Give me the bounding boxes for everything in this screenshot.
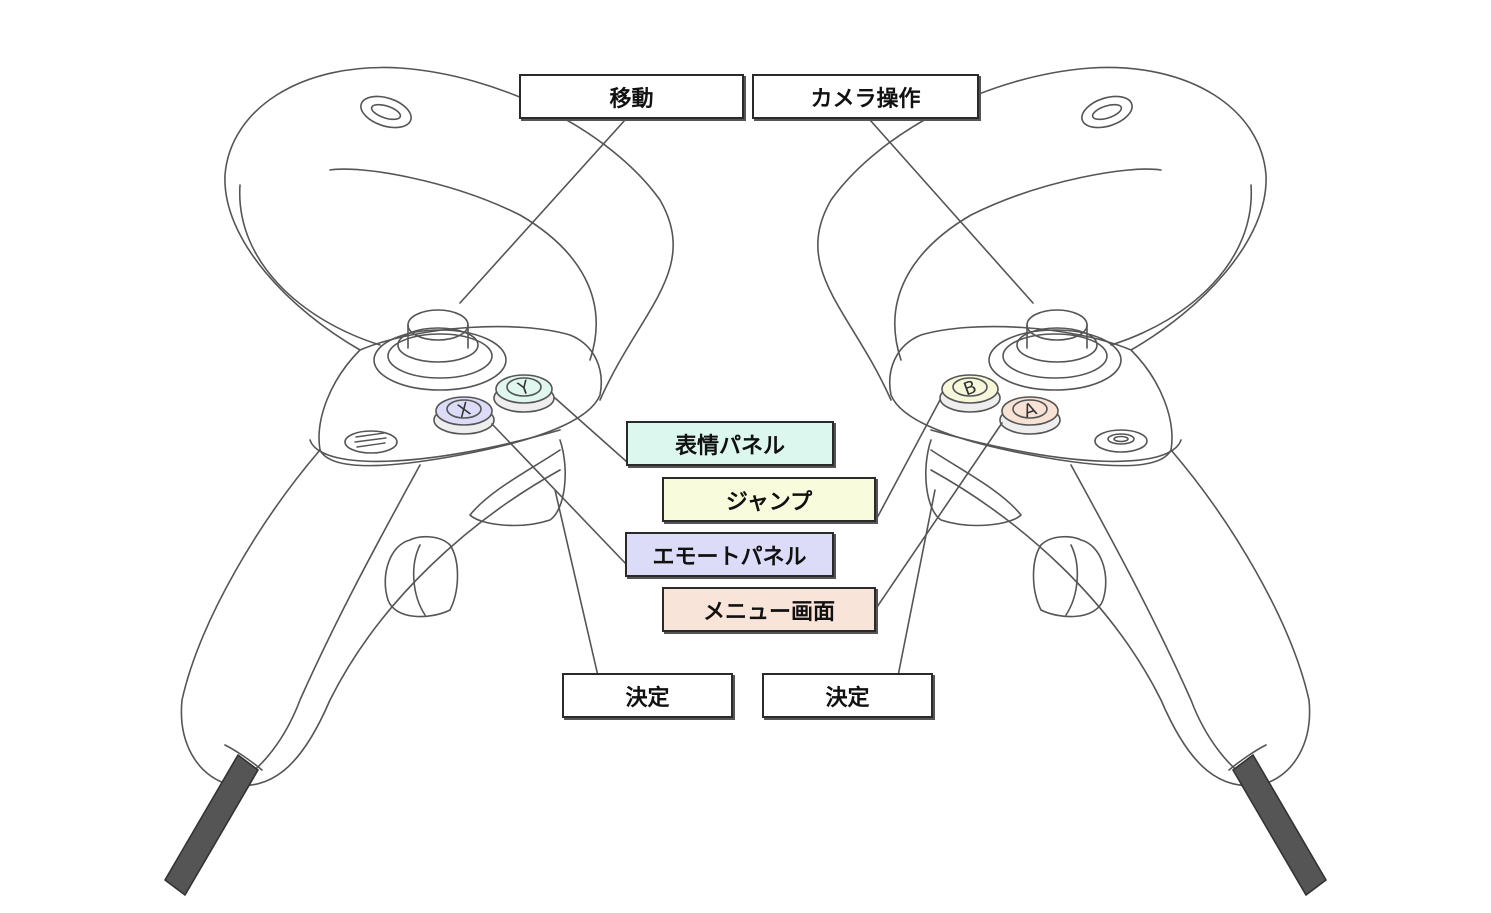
leader-jump <box>876 399 941 519</box>
left-tracking-ring-inner <box>329 168 597 361</box>
right-thumbstick-base <box>988 329 1122 391</box>
left-thumbstick-base <box>373 329 507 391</box>
left-ring-slot <box>360 95 412 129</box>
right-tracking-ring-inner <box>894 168 1162 361</box>
move-label: 移動 <box>519 74 744 119</box>
left-thumbstick[interactable] <box>397 327 479 363</box>
x-button[interactable]: X <box>433 396 495 435</box>
leader-emote <box>491 423 628 566</box>
right-thumbstick[interactable] <box>1016 327 1098 363</box>
leader-lines <box>459 119 1034 677</box>
right-tracking-ring <box>817 66 1267 401</box>
left-grip <box>180 449 561 787</box>
leader-camera <box>869 119 1034 304</box>
menu-button[interactable] <box>344 430 398 454</box>
jump-label: ジャンプ <box>662 477 876 522</box>
leader-expression <box>554 397 628 463</box>
left-grip-button[interactable] <box>384 535 459 618</box>
decide-left-label: 決定 <box>562 673 733 718</box>
left-strap <box>164 754 259 896</box>
left-trigger[interactable] <box>469 439 566 527</box>
right-grip <box>930 449 1311 787</box>
camera-label: カメラ操作 <box>752 74 979 119</box>
leader-move <box>459 119 626 304</box>
left-controller: X Y <box>164 66 674 896</box>
leader-decide-right <box>897 489 936 677</box>
right-trigger[interactable] <box>925 439 1022 527</box>
left-ring-rim <box>239 184 381 346</box>
leader-menu <box>876 422 1003 608</box>
a-button[interactable]: A <box>999 396 1061 435</box>
emote-panel-label: エモートパネル <box>625 532 834 577</box>
decide-right-label: 決定 <box>762 673 933 718</box>
left-face-plate <box>318 325 602 467</box>
leader-decide-left <box>554 489 599 677</box>
b-button[interactable]: B <box>939 374 1001 413</box>
y-button[interactable]: Y <box>493 374 555 413</box>
system-button[interactable] <box>1094 429 1148 453</box>
expression-panel-label: 表情パネル <box>626 421 834 466</box>
right-controller: B A <box>817 66 1327 896</box>
left-tracking-ring <box>224 66 674 401</box>
right-grip-button[interactable] <box>1032 535 1107 618</box>
right-strap <box>1232 754 1327 896</box>
menu-screen-label: メニュー画面 <box>662 587 876 632</box>
right-face-plate <box>889 325 1173 467</box>
right-ring-slot <box>1081 95 1133 129</box>
